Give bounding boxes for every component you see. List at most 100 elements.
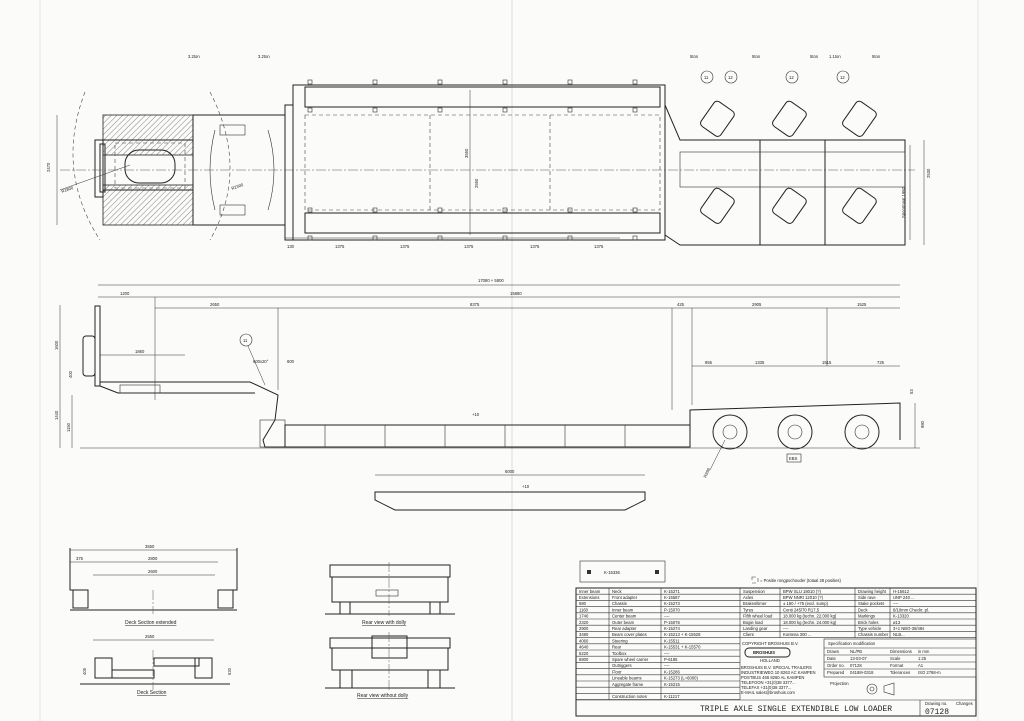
dim-label: 1600 [54, 340, 59, 350]
spec-label: Bogie load [743, 620, 763, 625]
dim-label: 2600 [148, 569, 158, 574]
dim-label: 980 [920, 420, 925, 428]
stake-pocket [632, 235, 638, 241]
dim-label: 1375 [594, 244, 604, 249]
callout-number: 12 [789, 75, 794, 80]
ebs-label: EBS [789, 456, 798, 461]
caption: Rear view with dolly [362, 620, 407, 626]
company-address: TELEFAX +31(0)38 3377... [741, 685, 791, 690]
radius-label: R398 [702, 467, 711, 479]
gooseneck-profile [100, 381, 285, 448]
parts-cell: ---- [664, 663, 670, 668]
dim-label: 1440 [54, 410, 59, 420]
top-view: 3.2ton 3.2ton 5ton 5ton 5ton 1.1ton 5ton… [46, 54, 931, 249]
dim-label: 6000 [505, 469, 515, 474]
spec-label: Fifth wheel load [743, 614, 773, 619]
load-label: 5ton [872, 54, 881, 59]
parts-cell: K-15511 [664, 638, 680, 643]
parts-cell: Neck [612, 589, 622, 594]
spec-mod-header: Specification modification [828, 641, 876, 646]
vehicle-label: Markings [858, 614, 875, 619]
positie-symbol-icon [751, 576, 759, 584]
stake-pocket [502, 107, 508, 113]
wheel [712, 414, 748, 450]
vehicle-label: Chassis number [858, 632, 889, 637]
parts-cell: 3480 [579, 632, 589, 637]
spec-mod-cell: in mm [918, 649, 930, 654]
positie-legend: = Positie rongpochouder (totaal 28 posit… [760, 578, 841, 583]
stake-pocket [567, 79, 573, 85]
front-plate [94, 305, 101, 387]
parts-cell: K-15273 (L=6000) [664, 676, 698, 681]
dim-label: 1375 [400, 244, 410, 249]
spec-value: ---- [783, 626, 789, 631]
dim-label: 725 [877, 360, 885, 365]
spec-value: ± 160 / +75 (excl. sump) [783, 601, 829, 606]
callout-bubble [724, 70, 738, 84]
dim-label: 2550 [474, 178, 479, 188]
load-label: 3.2ton [188, 54, 200, 59]
dim-label: 2550 [145, 634, 155, 639]
load-label: 5ton [690, 54, 699, 59]
deck-section-extended: 3550 375 2800 2600 Deck Section extended [69, 544, 238, 626]
parts-cell: Aggregate frame [612, 682, 644, 687]
dim-label: 1335 [755, 360, 765, 365]
callout-bubble [836, 70, 850, 84]
vehicle-value: 8/10mm Checkr. pl. [893, 607, 929, 612]
load-label: 5ton [810, 54, 819, 59]
spec-mod-cell: Date [827, 656, 837, 661]
stake-pocket [502, 207, 508, 213]
dim-label: 2905 [752, 302, 762, 307]
callout-bubble [239, 333, 253, 347]
callout-bubble [785, 70, 799, 84]
parts-cell: Chassis [612, 601, 627, 606]
dim-label: 600x20° [253, 359, 269, 364]
drawing-title: TRIPLE AXLE SINGLE EXTENDIBLE LOW LOADER [700, 705, 892, 714]
tyre [700, 187, 735, 224]
radius-label: R2300 [231, 182, 245, 191]
stake-pocket [307, 107, 313, 113]
dim-label: 2650 [210, 302, 220, 307]
dim-label: 425 [677, 302, 685, 307]
dim-label: 600 [287, 359, 295, 364]
parts-cell: 1160 [579, 607, 589, 612]
plate-code: K-15336 [604, 570, 621, 575]
caption: Rear view without dolly [357, 693, 409, 699]
dim-label: 1150 [66, 422, 71, 432]
spec-mod-cell: Order no. [827, 663, 845, 668]
parts-cell: K-15215 [664, 682, 681, 687]
side-beam [304, 212, 661, 234]
drawing-number: 07128 [925, 708, 949, 717]
parts-cell: K-15271 [664, 589, 681, 594]
deck-side [284, 424, 691, 448]
spec-value: BPW NNRI 12010 (?) [783, 595, 824, 600]
stake-pocket [437, 107, 443, 113]
parts-cell: Outriggers [612, 663, 632, 668]
dim-label: 8375 [470, 302, 480, 307]
dim-label: 53 [909, 389, 914, 394]
callout-number: 11 [243, 338, 248, 343]
parts-cell: K-15273 [664, 601, 681, 606]
parts-cell: Floor [612, 669, 622, 674]
spec-mod-cell: 1:25 [918, 656, 927, 661]
parts-cell: P-15070 [664, 607, 681, 612]
dim-label: 2470 [46, 162, 51, 172]
parts-cell: ---- [664, 614, 670, 619]
caption: Deck Section extended [125, 620, 177, 626]
parts-cell: 5220 [579, 651, 589, 656]
load-label: 1.1ton [829, 54, 841, 59]
stake-pocket [372, 79, 378, 85]
parts-cell: Inner beam [579, 589, 601, 594]
stake-pocket [372, 107, 378, 113]
radius-label: R1800 [61, 185, 75, 194]
stake-pocket [307, 207, 313, 213]
spec-mod-cell: A1 [918, 663, 924, 668]
company-address: BROSHUIS B.V. SPECIAL TRAILERS [741, 665, 812, 670]
parts-cell: 580 [579, 601, 587, 606]
tyre [772, 100, 807, 137]
parts-cell: Outer beam [612, 620, 635, 625]
wheel [844, 414, 880, 450]
vehicle-value: NLB... [893, 632, 905, 637]
